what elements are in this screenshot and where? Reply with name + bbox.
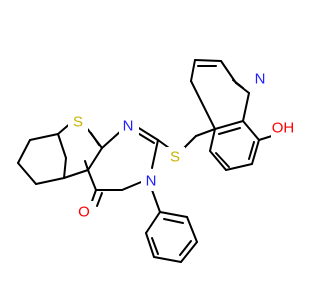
- bond: [195, 128, 216, 137]
- bond: [151, 139, 159, 169]
- bond: [220, 60, 237, 84]
- bond: [29, 133, 59, 141]
- bond: [179, 240, 192, 256]
- bond: [242, 120, 260, 141]
- bond: [151, 237, 159, 255]
- atom-nitrogen-quinoline: N: [255, 71, 266, 88]
- bond: [17, 162, 37, 185]
- atom-nitrogen-lactam: N: [146, 173, 157, 190]
- bond: [87, 169, 97, 191]
- bond: [251, 139, 260, 165]
- bond: [151, 189, 161, 213]
- bond: [101, 129, 123, 149]
- bond: [84, 160, 89, 171]
- bond: [63, 157, 67, 179]
- bond: [225, 163, 253, 171]
- bond: [209, 150, 227, 171]
- bond: [163, 218, 184, 224]
- atom-nitrogen-pyrimidine: N: [123, 118, 134, 135]
- bond: [35, 177, 65, 185]
- bond: [153, 256, 182, 263]
- atom-hydroxyl: OH: [272, 120, 295, 137]
- bond: [63, 169, 89, 179]
- atom-oxygen-carbonyl: O: [78, 204, 90, 221]
- molecule-structure: S N S N O N OH: [17, 59, 297, 263]
- bond: [218, 127, 241, 135]
- bond: [186, 216, 198, 243]
- bond: [157, 139, 170, 149]
- bond: [215, 152, 230, 168]
- bonds: [17, 59, 276, 263]
- bond: [90, 132, 100, 146]
- bond: [194, 59, 222, 62]
- atom-sulfur-thiophene: S: [73, 114, 83, 131]
- bond: [214, 120, 244, 130]
- bond: [87, 147, 103, 171]
- bond: [190, 59, 196, 82]
- bond: [17, 139, 31, 164]
- bond: [209, 128, 216, 152]
- bond: [57, 133, 67, 159]
- atom-sulfur-thioether: S: [170, 149, 180, 166]
- bond: [145, 232, 155, 258]
- bond: [242, 92, 250, 122]
- bond: [159, 211, 188, 218]
- bond: [180, 241, 198, 263]
- molecule-drawing: S N S N O N OH: [17, 59, 297, 263]
- bond: [248, 141, 255, 160]
- bond: [190, 80, 216, 130]
- bond: [145, 211, 161, 234]
- atom-labels: S N S N O N OH: [68, 69, 297, 221]
- bond: [96, 192, 103, 207]
